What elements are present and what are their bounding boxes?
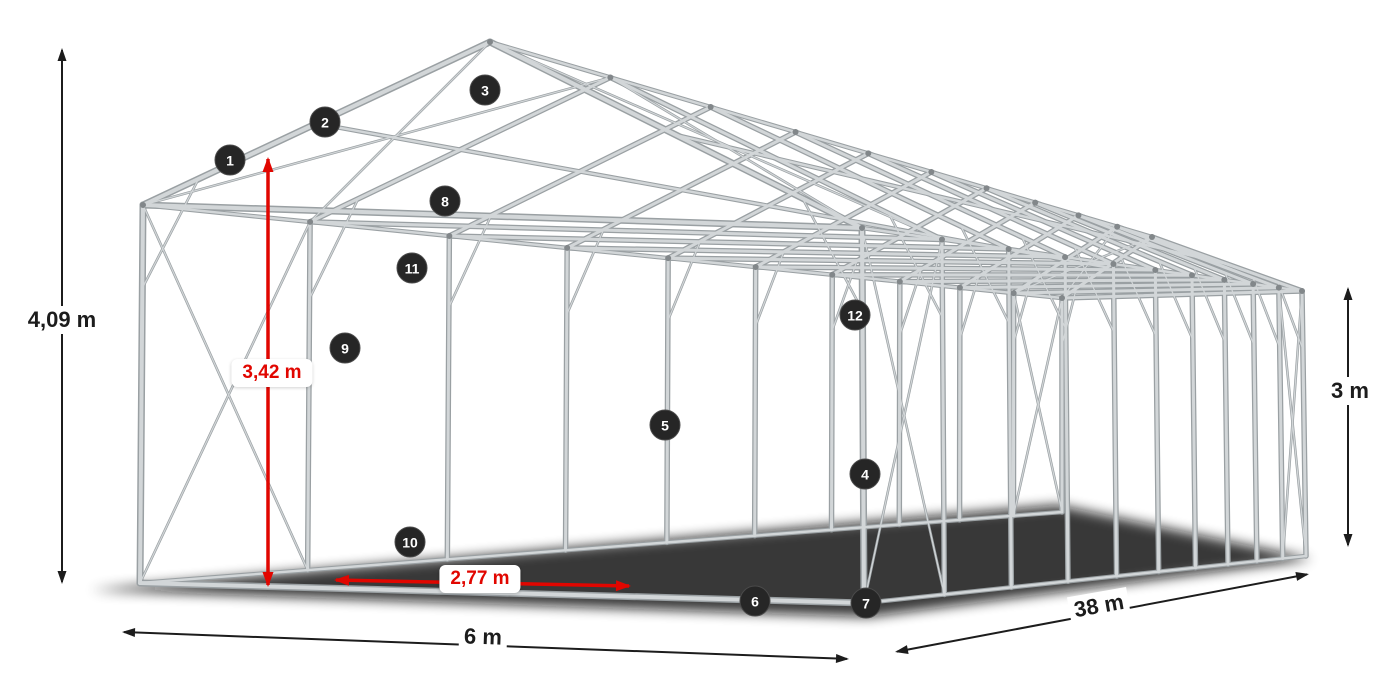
callout-badge-10: 10 — [394, 526, 426, 558]
dimension-label-entrance-width: 2,77 m — [439, 565, 521, 593]
frame-tubes — [138, 40, 1308, 605]
dimension-label-width: 6 m — [458, 622, 508, 652]
frame-joints — [140, 39, 1305, 301]
callout-badge-12: 12 — [839, 299, 871, 331]
dimension-label-total-height: 4,09 m — [22, 306, 102, 334]
callout-badge-7: 7 — [850, 587, 882, 619]
callout-badge-2: 2 — [309, 106, 341, 138]
callout-badge-5: 5 — [649, 409, 681, 441]
callout-badge-3: 3 — [469, 74, 501, 106]
callout-badge-1: 1 — [214, 144, 246, 176]
dimension-label-side-height: 3 m — [1326, 377, 1374, 405]
callout-badge-9: 9 — [329, 332, 361, 364]
callout-badge-4: 4 — [849, 458, 881, 490]
callout-badge-11: 11 — [396, 252, 428, 284]
callout-badge-6: 6 — [739, 585, 771, 617]
dimension-label-inner-height: 3,42 m — [231, 359, 313, 387]
arrow-side-height — [1343, 287, 1353, 547]
callout-badge-8: 8 — [429, 185, 461, 217]
